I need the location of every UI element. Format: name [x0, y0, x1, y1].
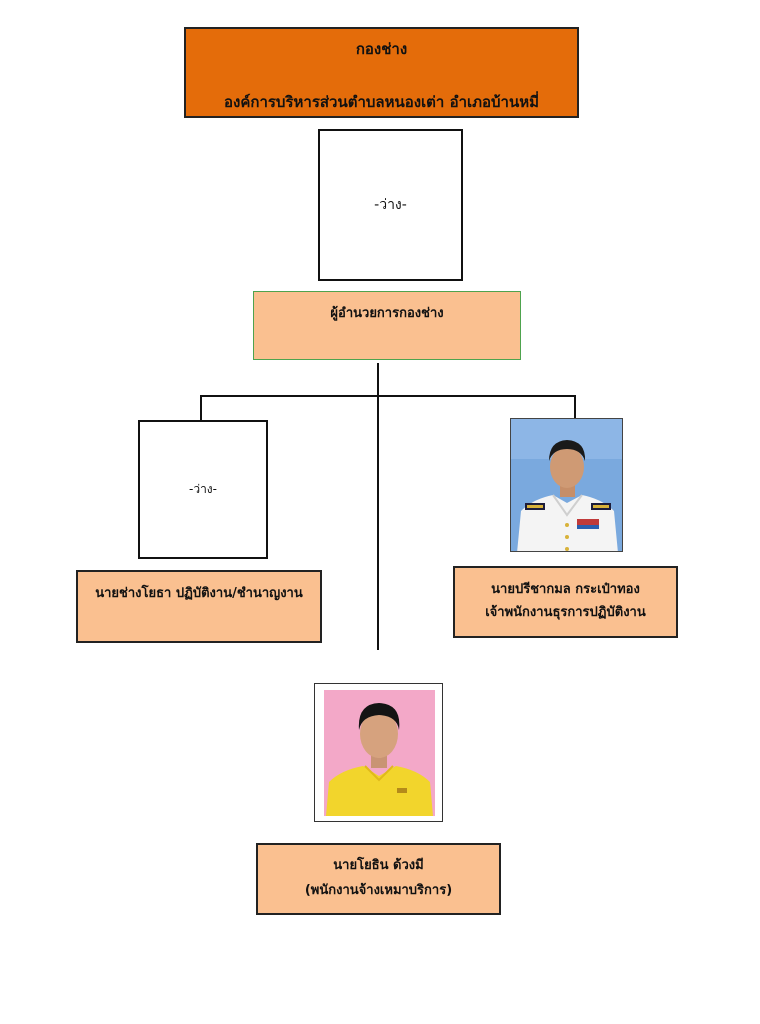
clerk-photo — [510, 418, 623, 552]
clerk-position-box: นายปรีชากมล กระเป๋าทอง เจ้าพนักงานธุรการ… — [453, 566, 678, 638]
service-staff-name: นายโยธิน ด้วงมี — [333, 858, 424, 873]
technician-position-label: นายช่างโยธา ปฏิบัติงาน/ชำนาญงาน — [95, 586, 303, 601]
service-staff-position-box: นายโยธิน ด้วงมี (พนักงานจ้างเหมาบริการ) — [256, 843, 501, 915]
connector-right-drop — [574, 395, 576, 418]
organization-name: องค์การบริหารส่วนตำบลหนองเต่า อำเภอบ้านห… — [224, 93, 539, 111]
clerk-position: เจ้าพนักงานธุรการปฏิบัติงาน — [485, 605, 646, 620]
service-staff-position: (พนักงานจ้างเหมาบริการ) — [304, 883, 453, 898]
division-title: กองช่าง — [355, 40, 408, 58]
clerk-name: นายปรีชากมล กระเป๋าทอง — [491, 582, 640, 597]
director-vacant-text: -ว่าง- — [374, 197, 407, 213]
technician-position-box: นายช่างโยธา ปฏิบัติงาน/ชำนาญงาน — [76, 570, 322, 643]
technician-vacant-text: -ว่าง- — [189, 482, 217, 496]
connector-horizontal — [200, 395, 576, 397]
director-position-label: ผู้อำนวยการกองช่าง — [330, 306, 444, 321]
service-staff-photo — [314, 683, 443, 822]
division-header: กองช่าง องค์การบริหารส่วนตำบลหนองเต่า อำ… — [184, 27, 579, 118]
director-photo-placeholder: -ว่าง- — [318, 129, 463, 281]
connector-trunk — [377, 363, 379, 650]
service-staff-portrait-image — [315, 684, 442, 821]
technician-photo-placeholder: -ว่าง- — [138, 420, 268, 559]
clerk-portrait-image — [511, 419, 622, 551]
director-position-box: ผู้อำนวยการกองช่าง — [253, 291, 521, 360]
connector-left-drop — [200, 395, 202, 420]
